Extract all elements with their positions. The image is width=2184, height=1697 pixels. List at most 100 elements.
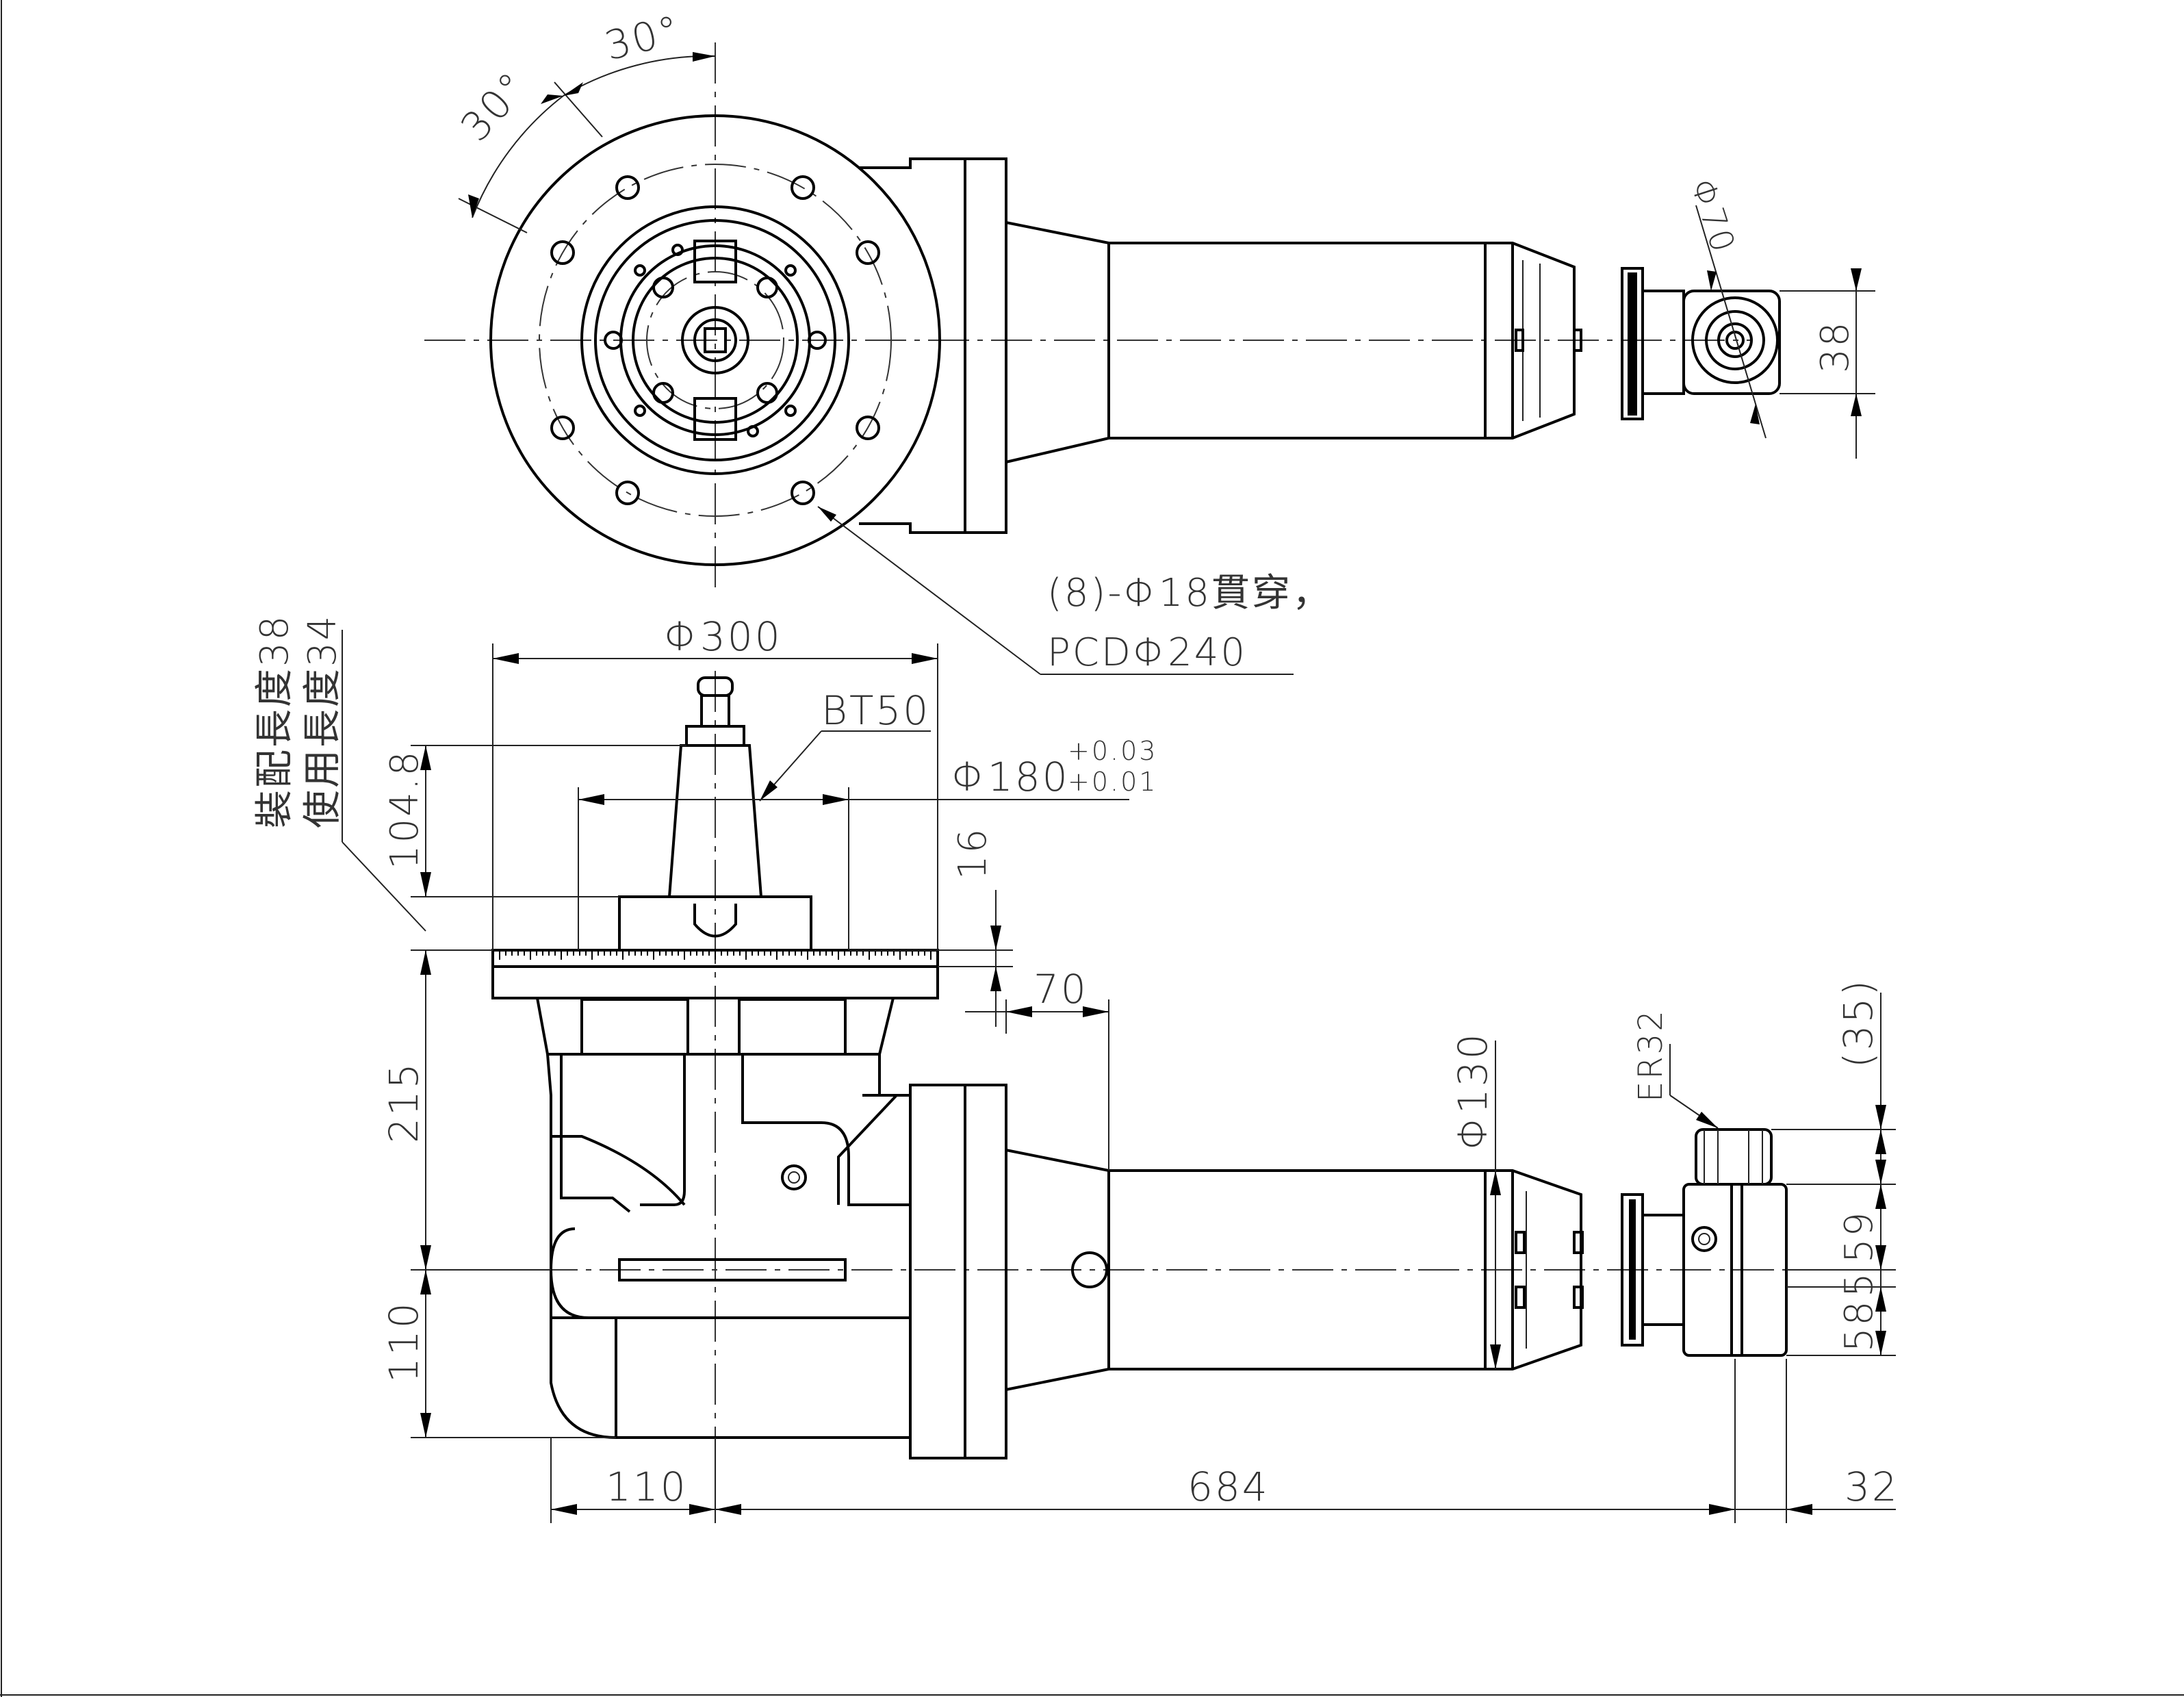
through-hole bbox=[615, 175, 640, 200]
angle-label-30-right: 30° bbox=[600, 6, 686, 70]
face-bolt bbox=[604, 331, 623, 350]
body-screw-hex bbox=[788, 1171, 800, 1184]
body-screw bbox=[781, 1164, 807, 1190]
head-housing-top bbox=[1682, 290, 1781, 395]
angle-extension-line bbox=[458, 198, 528, 233]
angle-extension-line bbox=[554, 81, 603, 138]
dia-130-arrow bbox=[1490, 1344, 1501, 1369]
dim-110-v-arrow bbox=[420, 1270, 431, 1294]
dim-16-label: 16 bbox=[951, 827, 995, 880]
face-bolt bbox=[652, 382, 674, 404]
arm-mount-flange-outline bbox=[859, 157, 1007, 534]
angle-label-30-left: 30° bbox=[452, 62, 537, 151]
flange-outer-circle bbox=[489, 114, 941, 566]
dim-59-arrow bbox=[1875, 1184, 1886, 1209]
dim-16-arrow bbox=[990, 926, 1001, 950]
dim-32-label: 32 bbox=[1845, 1464, 1899, 1510]
side-arm-slot bbox=[1515, 1286, 1526, 1309]
through-hole bbox=[791, 175, 815, 200]
face-pin bbox=[634, 405, 646, 417]
dim-5-label: 5 bbox=[1837, 1271, 1881, 1297]
through-hole bbox=[856, 416, 880, 440]
er32-arrow bbox=[1696, 1112, 1718, 1128]
body-inner-contour bbox=[560, 1054, 631, 1213]
face-bolt bbox=[756, 382, 778, 404]
dim-215-arrow bbox=[420, 1245, 431, 1270]
er32-collet-nut bbox=[1695, 1128, 1773, 1186]
flange-inner-ring-2 bbox=[594, 219, 836, 461]
dim-110-h-arrow bbox=[689, 1504, 715, 1515]
dia-180-label: Φ180 bbox=[951, 754, 1070, 800]
dim-684-label: 684 bbox=[1187, 1464, 1270, 1510]
dim-59-label: 59 bbox=[1837, 1210, 1881, 1263]
dim-70-arrow bbox=[1006, 1006, 1032, 1017]
face-bolt bbox=[808, 331, 827, 350]
dia-300-label: Φ300 bbox=[664, 613, 782, 660]
dim-5-arrow bbox=[1875, 1245, 1886, 1270]
angle-arrow bbox=[468, 194, 479, 218]
dim-684-arrow bbox=[715, 1504, 741, 1515]
face-bolt bbox=[756, 277, 778, 298]
er32-label: ER32 bbox=[1632, 1008, 1670, 1102]
dia-300-arrow bbox=[912, 653, 938, 664]
dia-70-arrow bbox=[1707, 270, 1717, 291]
side-arm-tube bbox=[1005, 1149, 1487, 1391]
top-view: 30° 30° (8)-Φ18貫穿， PCDΦ240 Φ70 38 bbox=[424, 6, 1875, 675]
side-head-screw bbox=[1691, 1226, 1717, 1252]
side-head-screw-hex bbox=[1698, 1233, 1710, 1245]
dim-35-label: (35) bbox=[1835, 978, 1881, 1068]
side-angle-scale-ticks bbox=[1629, 1199, 1636, 1340]
head-nut-mid bbox=[1705, 310, 1765, 370]
usable-length-label: 使用長度34 bbox=[300, 614, 345, 828]
spindle-bore-outer bbox=[681, 306, 749, 374]
assembly-length-leader-2 bbox=[342, 841, 426, 932]
through-hole bbox=[615, 481, 640, 505]
dim-104-8-label: 104.8 bbox=[383, 750, 427, 869]
hole-note-count: (8)-Φ18貫穿， bbox=[1047, 571, 1333, 615]
arm-nose-slot bbox=[1515, 329, 1524, 352]
hole-note-pcd: PCDΦ240 bbox=[1047, 630, 1247, 675]
hole-callout-leader bbox=[817, 506, 1041, 675]
through-hole bbox=[550, 240, 575, 265]
dim-684-arrow bbox=[1709, 1504, 1735, 1515]
dia-180-tolerance-lower: +0.01 bbox=[1068, 767, 1157, 797]
dim-58-label: 58 bbox=[1837, 1299, 1881, 1352]
face-pin bbox=[747, 425, 759, 437]
body-window-left bbox=[580, 998, 689, 1056]
dim-110-h-label: 110 bbox=[606, 1464, 688, 1510]
head-nut-inner bbox=[1717, 322, 1753, 358]
dia-180-arrow bbox=[578, 794, 604, 805]
spindle-drive-slot bbox=[704, 327, 727, 353]
bolt-circle-small bbox=[646, 271, 784, 409]
dim-5-arrow bbox=[1875, 1287, 1886, 1312]
side-mount-flange bbox=[909, 1084, 966, 1459]
dim-70-label: 70 bbox=[1033, 966, 1088, 1012]
dim-104-8-arrow bbox=[420, 745, 431, 770]
dia-130-label: Φ130 bbox=[1450, 1032, 1496, 1150]
spindle-face-circle-2 bbox=[632, 257, 799, 424]
pcd-240-circle bbox=[539, 164, 892, 517]
through-hole bbox=[791, 481, 815, 505]
dim-110-v-arrow bbox=[420, 1413, 431, 1438]
drive-key-bottom bbox=[693, 397, 737, 441]
through-hole bbox=[856, 240, 880, 265]
angle-arrow bbox=[563, 82, 583, 96]
body-fillet-curve bbox=[551, 1135, 686, 1206]
dim-215-label: 215 bbox=[381, 1061, 427, 1143]
dia-70-label: Φ70 bbox=[1683, 174, 1743, 258]
body-upper-right-outline bbox=[537, 997, 910, 1097]
dim-215-arrow bbox=[420, 950, 431, 975]
dim-59-arrow bbox=[1875, 1160, 1886, 1184]
head-neck bbox=[1641, 290, 1685, 395]
face-pin bbox=[784, 264, 797, 277]
body-lower-curve bbox=[549, 1227, 589, 1319]
dim-16-arrow bbox=[990, 967, 1001, 991]
drive-key-top bbox=[693, 240, 737, 283]
dial-tick-marks bbox=[499, 950, 932, 960]
body-inner-contour-3 bbox=[741, 1054, 910, 1206]
side-arm-slot bbox=[1573, 1286, 1584, 1309]
arm-tube-outline bbox=[1005, 221, 1487, 463]
assembly-length-label: 裝配長度38 bbox=[253, 614, 297, 828]
angle-scale-ticks bbox=[1628, 272, 1637, 416]
